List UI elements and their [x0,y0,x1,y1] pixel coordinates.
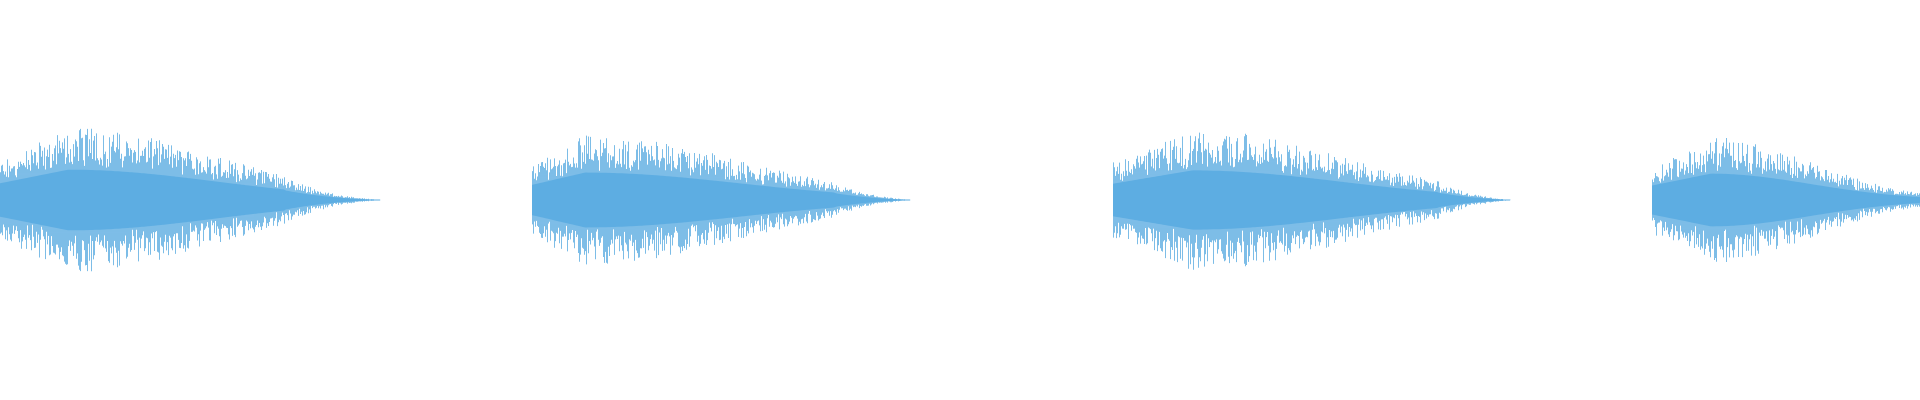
audio-burst-4 [1652,138,1920,262]
audio-burst-1 [0,128,381,272]
audio-burst-2 [532,135,911,265]
audio-burst-3 [1113,132,1511,270]
